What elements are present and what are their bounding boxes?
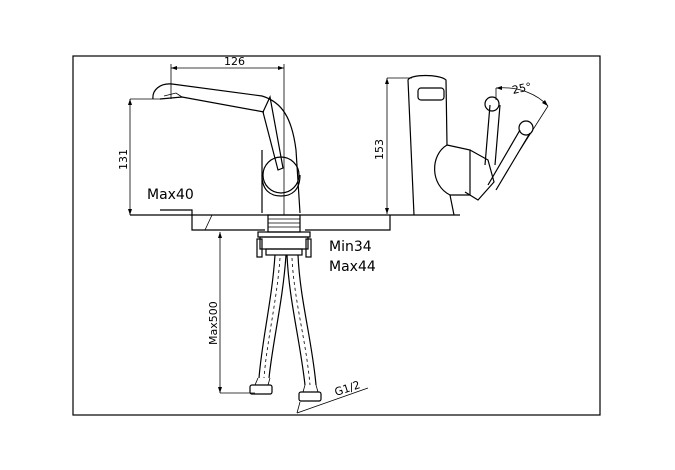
dimension-131-label: 131	[117, 149, 130, 170]
deck-surface: Max40	[130, 187, 460, 231]
angle-25-label: 25°	[511, 80, 533, 97]
dimension-153-label: 153	[373, 139, 386, 160]
dimension-126-label: 126	[224, 55, 245, 68]
max44-label: Max44	[329, 259, 376, 275]
supply-hoses	[249, 254, 322, 402]
faucet-side-view: 25°	[407, 74, 549, 216]
faucet-front-view	[152, 83, 301, 214]
shank-assembly: Min34 Max44	[256, 214, 376, 275]
max500-label: Max500	[207, 301, 220, 345]
g12-label: G1/2	[333, 378, 362, 398]
min34-label: Min34	[329, 239, 372, 255]
dimension-153: 153	[373, 77, 412, 214]
drawing-frame	[72, 55, 601, 416]
dimension-126: 126	[170, 55, 285, 215]
dimension-max500: Max500	[207, 232, 255, 394]
dimension-131: 131	[117, 98, 160, 215]
thread-callout: G1/2	[296, 378, 369, 414]
max40-label: Max40	[147, 187, 194, 203]
